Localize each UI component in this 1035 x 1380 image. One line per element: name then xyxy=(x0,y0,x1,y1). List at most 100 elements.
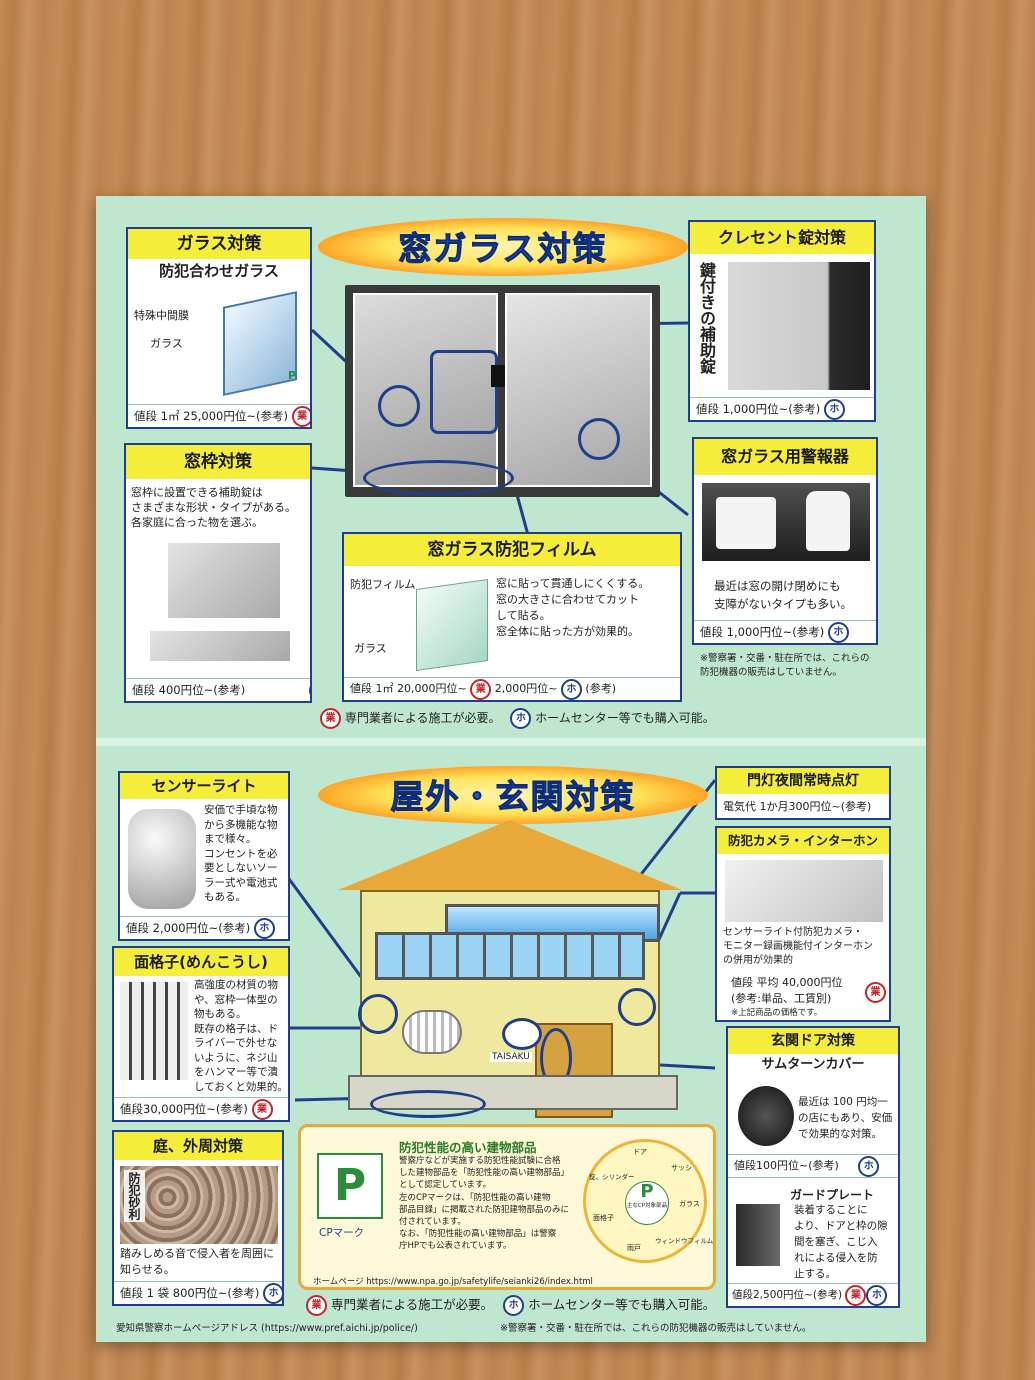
guard-plate-text: 装着することに より、ドアと枠の隙 間を塞ぎ、こじ入 れによる侵入を防 止する。 xyxy=(794,1204,888,1280)
sensor-light-card: センサーライト 安価で手頃な物 から多機能な物 まで様々。 コンセントを必 要と… xyxy=(118,771,290,941)
film-label-film: 防犯フィルム xyxy=(350,578,416,591)
gyou-badge-icon: 業 xyxy=(865,982,886,1003)
wheel-item-glass: ガラス xyxy=(679,1200,700,1208)
sensor-text: 安価で手頃な物 から多機能な物 まで様々。 コンセントを必 要としないソー ラー… xyxy=(204,804,278,903)
guard-plate-photo xyxy=(736,1204,780,1266)
laminated-glass-illustration xyxy=(223,291,297,396)
legend-gyou-text: 専門業者による施工が必要。 xyxy=(344,711,501,725)
cp-wheel-letter: P xyxy=(640,1181,654,1202)
gate-light-card: 門灯夜間常時点灯 電気代 1か月300円位~(参考) xyxy=(715,766,891,820)
cp-mark-label: CPマーク xyxy=(319,1227,365,1239)
sensor-price: 値段 2,000円位~(参考) ホ xyxy=(120,916,288,939)
guard-plate-price: 値段2,500円位~(参考) 業ホ xyxy=(728,1283,898,1306)
film-label-glass: ガラス xyxy=(354,642,387,655)
ho-badge-icon: ホ xyxy=(866,1284,888,1306)
guard-price-text: 値段2,500円位~(参考) xyxy=(732,1289,843,1301)
crescent-header: クレセント錠対策 xyxy=(690,222,874,254)
gravel-photo xyxy=(120,1166,278,1244)
house-plate: TAISAKU xyxy=(490,1052,532,1062)
top-sales-note: ※警察署・交番・駐在所では、これらの 防犯機器の販売はしていません。 xyxy=(700,653,870,678)
glass-alarm-card: 窓ガラス用警報器 最近は窓の開け閉めにも 支障がないタイプも多い。 値段 1,0… xyxy=(692,437,878,645)
ho-badge-icon: ホ xyxy=(858,1155,880,1177)
fold-line xyxy=(96,738,926,746)
frame-price-text: 値段 400円位~(参考) xyxy=(132,683,246,697)
glass-label-glass: ガラス xyxy=(150,337,183,350)
ho-badge-icon: ホ xyxy=(510,708,532,729)
house-roof xyxy=(338,820,682,890)
alarm-body-right xyxy=(806,491,850,551)
footer-note: ※警察署・交番・駐在所では、これらの防犯機器の販売はしていません。 xyxy=(500,1323,812,1334)
sensor-light-photo xyxy=(128,809,196,909)
alarm-header: 窓ガラス用警報器 xyxy=(694,439,876,475)
gyou-badge-icon: 業 xyxy=(470,678,492,700)
garden-card: 庭、外周対策 防犯砂利 踏みしめる音で侵入者を周囲に 知らせる。 値段 1 袋 … xyxy=(112,1130,284,1306)
door-price-row: 値段100円位~(参考) ホ xyxy=(728,1154,898,1178)
gyou-badge-icon: 業 xyxy=(845,1284,867,1306)
cp-title: 防犯性能の高い建物部品 xyxy=(399,1140,537,1155)
frame-text: 窓枠に設置できる補助錠は さまざまな形状・タイプがある。 各家庭に合った物を選ぶ… xyxy=(131,486,296,529)
ho-badge-icon: ホ xyxy=(308,680,310,701)
lattice-text: 高強度の材質の物 や、窓枠一体型の 物もある。 既存の格子は、ド ライバーで外せ… xyxy=(194,979,288,1093)
legend-gyou-text: 専門業者による施工が必要。 xyxy=(330,1297,494,1312)
alarm-text: 最近は窓の開け閉めにも 支障がないタイプも多い。 xyxy=(714,579,852,611)
gate-light-header: 門灯夜間常時点灯 xyxy=(717,768,889,794)
ho-badge-icon: ホ xyxy=(503,1295,525,1316)
film-price: 値段 1㎡ 20,000円位~ 業 2,000円位~ ホ (参考) xyxy=(344,677,680,700)
gate-light-text: 電気代 1か月300円位~(参考) xyxy=(723,800,872,813)
legend-ho-text: ホームセンター等でも購入可能。 xyxy=(528,1297,716,1312)
gyou-badge-icon: 業 xyxy=(320,708,341,729)
garden-price: 値段 1 袋 800円位~(参考) ホ xyxy=(114,1281,282,1304)
door-price-text: 値段100円位~(参考) xyxy=(734,1159,839,1172)
frame-lock-photo xyxy=(168,543,280,618)
crescent-price-text: 値段 1,000円位~(参考) xyxy=(696,402,821,416)
guard-plate-title: ガードプレート xyxy=(790,1188,875,1202)
gyou-badge-icon: 業 xyxy=(306,1295,327,1316)
window-frame-card: 窓枠対策 窓枠に設置できる補助錠は さまざまな形状・タイプがある。 各家庭に合っ… xyxy=(124,443,312,703)
auxiliary-lock-photo xyxy=(728,262,870,390)
crescent-price: 値段 1,000円位~(参考) ホ xyxy=(690,397,874,420)
alarm-body-left xyxy=(716,497,776,549)
camera-note: ※上記商品の価格です。 xyxy=(731,1008,823,1018)
glass-subtitle: 防犯合わせガラス xyxy=(159,262,279,280)
lattice-photo xyxy=(120,982,188,1080)
garden-header: 庭、外周対策 xyxy=(114,1132,282,1160)
window-lattice-card: 面格子(めんこうし) 高強度の材質の物 や、窓枠一体型の 物もある。 既存の格子… xyxy=(112,946,290,1122)
gyou-badge-icon: 業 xyxy=(251,1099,273,1120)
security-film-card: 窓ガラス防犯フィルム 防犯フィルム ガラス 窓に貼って貫通しにくくする。 窓の大… xyxy=(342,532,682,702)
frame-price: 値段 400円位~(参考) ホ xyxy=(126,678,310,701)
sensor-price-text: 値段 2,000円位~(参考) xyxy=(126,921,251,935)
door-subtitle: サムターンカバー xyxy=(761,1057,865,1072)
door-header: 玄関ドア対策 xyxy=(728,1028,898,1054)
glass-price-text: 値段 1㎡ 25,000円位~(参考) xyxy=(134,409,288,423)
garden-vertical-text: 防犯砂利 xyxy=(124,1170,145,1222)
crescent-lock-card: クレセント錠対策 鍵付きの補助錠 値段 1,000円位~(参考) ホ xyxy=(688,220,876,422)
film-price-b: 2,000円位~ xyxy=(494,682,558,695)
ho-badge-icon: ホ xyxy=(827,622,849,643)
film-price-c: (参考) xyxy=(585,682,617,695)
wheel-item-lattice: 面格子 xyxy=(593,1214,614,1222)
camera-price2: (参考:単品、工賃別) xyxy=(731,992,832,1005)
alarm-price: 値段 1,000円位~(参考) ホ xyxy=(694,620,876,643)
gate-light xyxy=(502,1018,542,1050)
alarm-price-text: 値段 1,000円位~(参考) xyxy=(700,625,825,639)
wheel-item-shutter: 雨戸 xyxy=(627,1244,641,1252)
glass-price: 値段 1㎡ 25,000円位~(参考) 業 xyxy=(128,404,310,427)
ho-badge-icon: ホ xyxy=(560,678,582,700)
camera-header: 防犯カメラ・インターホン xyxy=(717,828,889,854)
bottom-legend: 業 専門業者による施工が必要。 ホ ホームセンター等でも購入可能。 xyxy=(306,1294,715,1316)
camera-circle xyxy=(618,988,656,1026)
wheel-item-film: ウィンドウフィルム xyxy=(655,1237,714,1245)
glass-label-interlayer: 特殊中間膜 xyxy=(134,309,189,322)
lattice-price: 値段30,000円位~(参考) 業 xyxy=(114,1097,288,1120)
cp-wheel-center-text: 主なCP対象部品 xyxy=(626,1203,668,1209)
wheel-item-lock: 錠、シリンダー xyxy=(589,1173,635,1181)
door-text: 最近は 100 円均一 の店にもあり、安価 で効果的な対策。 xyxy=(798,1096,893,1140)
balcony xyxy=(375,932,645,980)
top-section-title: 窓ガラス対策 xyxy=(398,229,608,269)
cp-info-panel: P CPマーク 防犯性能の高い建物部品 警察庁などが実施する防犯性能試験に合格 … xyxy=(298,1124,716,1290)
wheel-item-sash: サッシ xyxy=(671,1164,692,1172)
ho-badge-icon: ホ xyxy=(253,918,275,939)
film-illustration xyxy=(416,578,488,672)
garden-price-text: 値段 1 袋 800円位~(参考) xyxy=(120,1286,260,1300)
film-text: 窓に貼って貫通しにくくする。 窓の大きさに合わせてカット して貼る。 窓全体に貼… xyxy=(496,577,650,638)
